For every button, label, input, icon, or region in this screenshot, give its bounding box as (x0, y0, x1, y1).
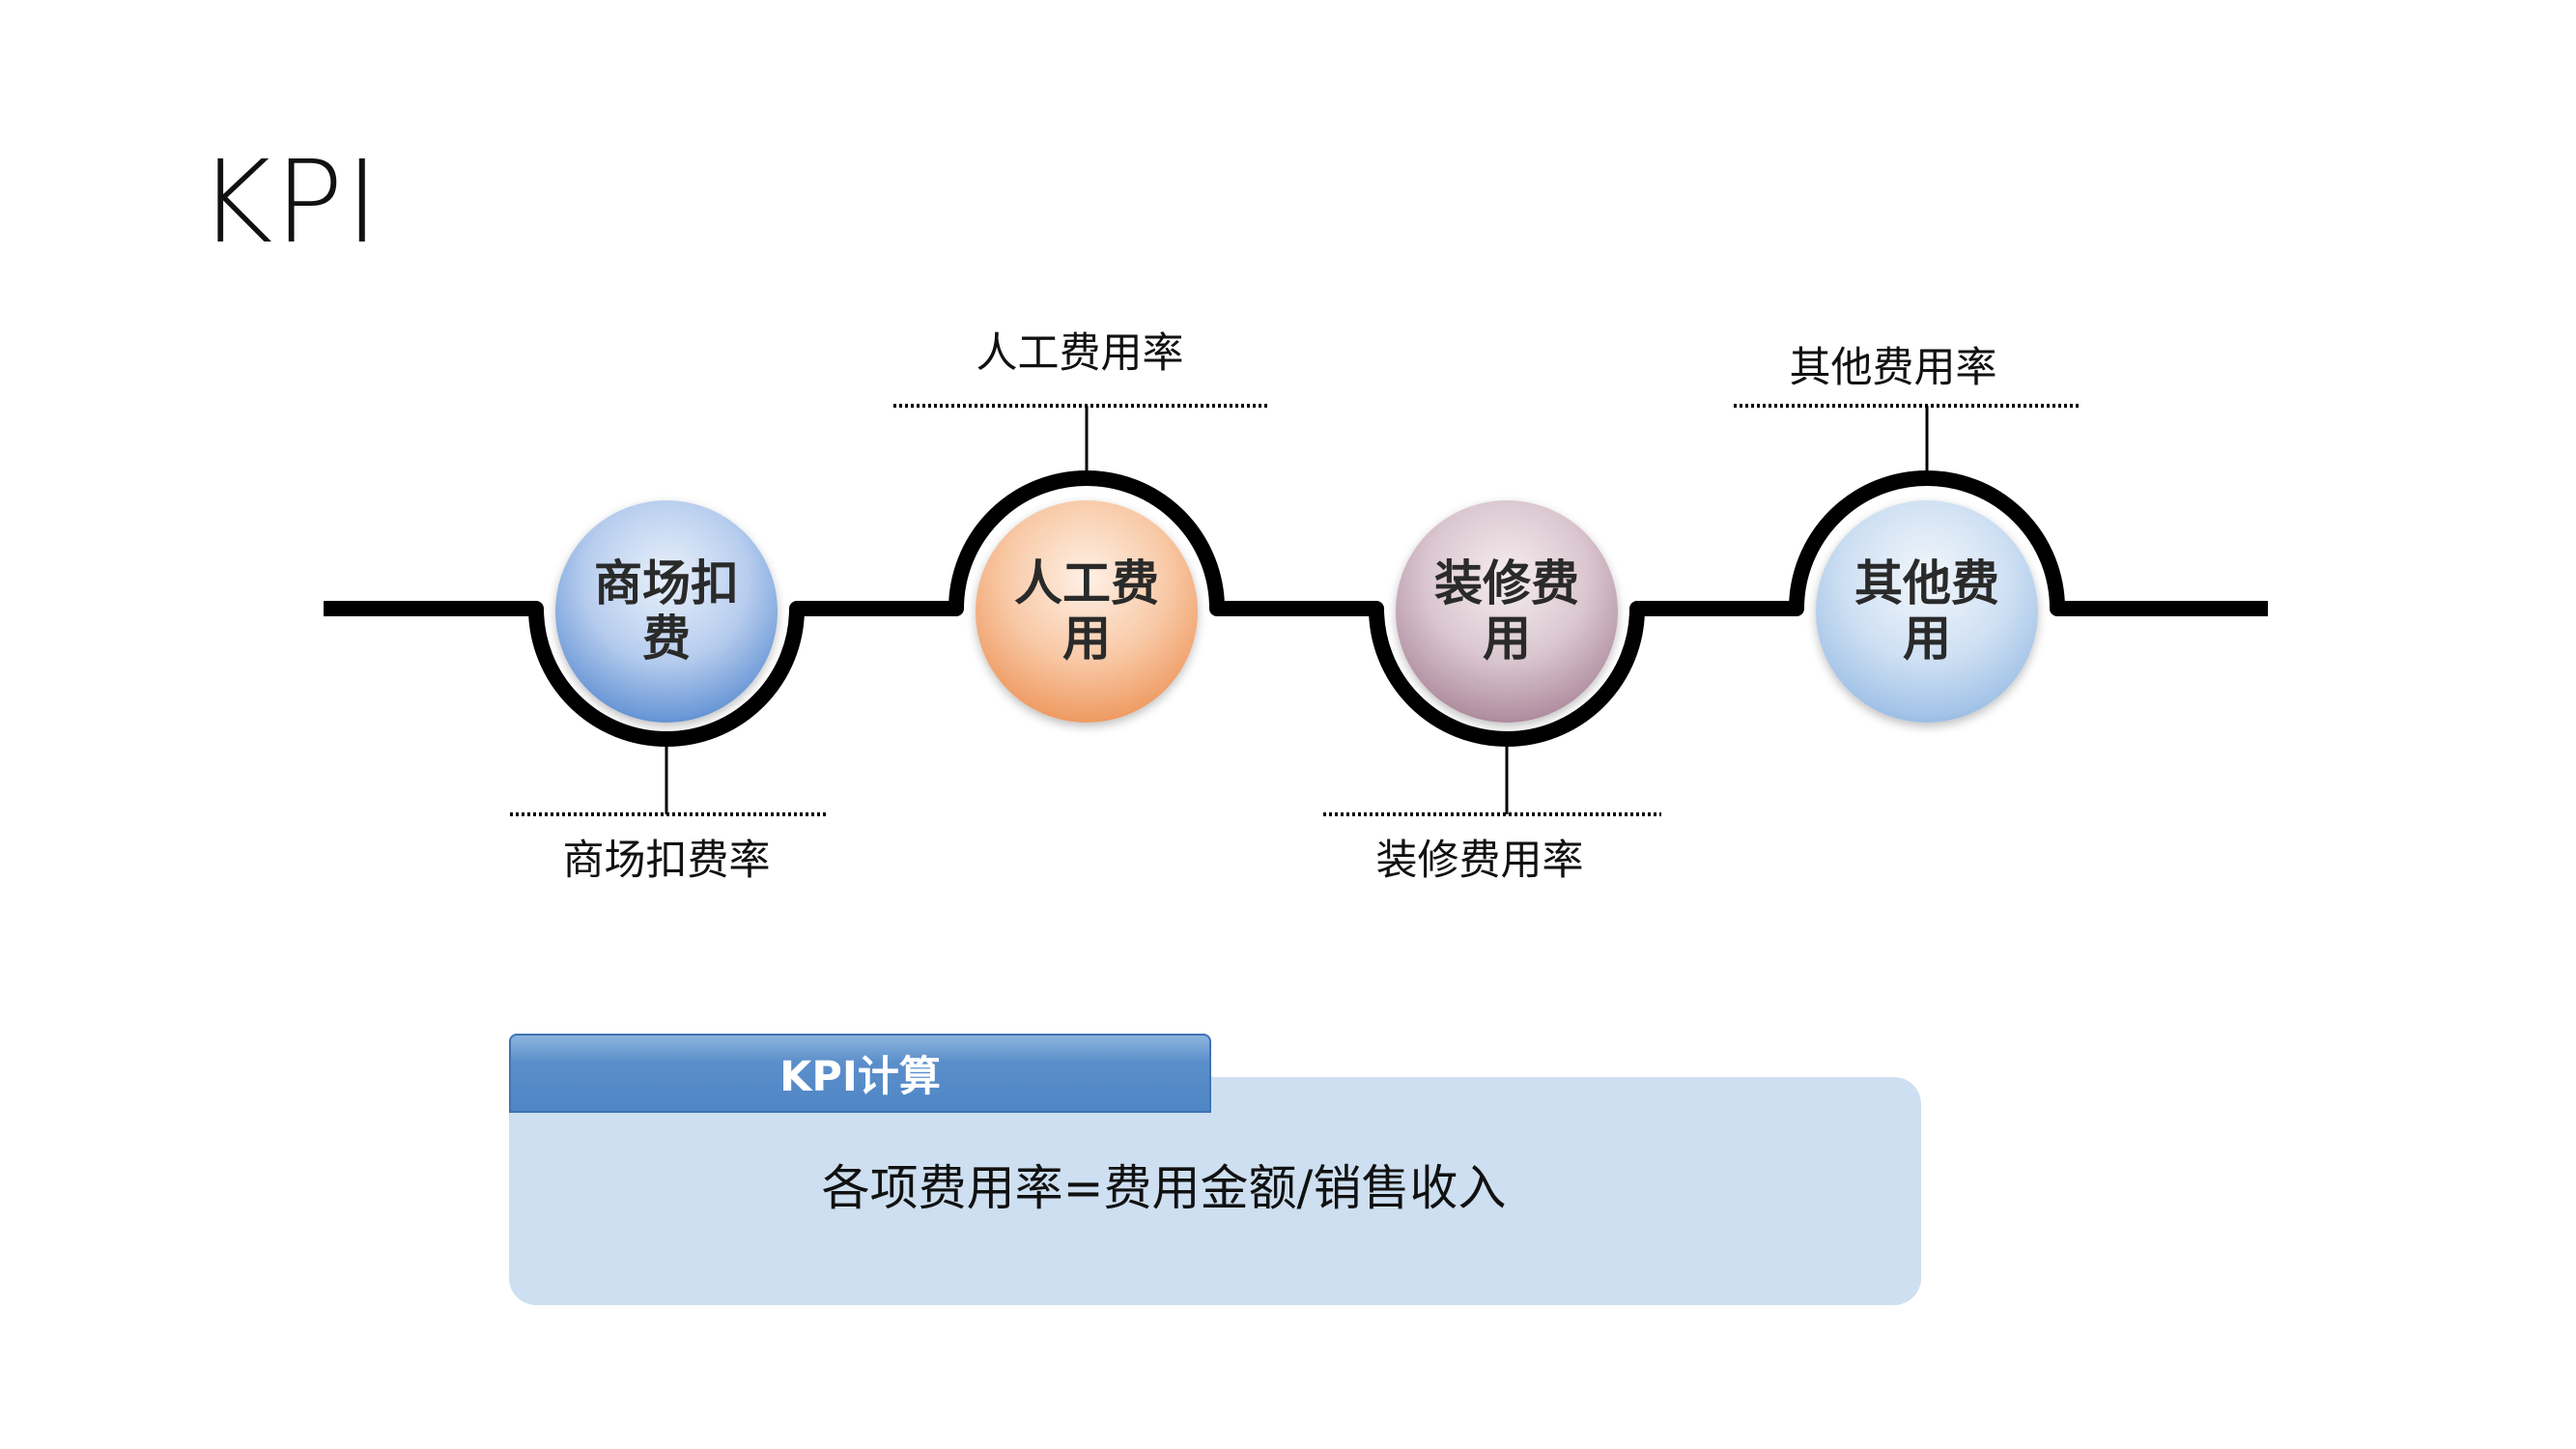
stage-circle-labor-cost: 人工费用 (976, 500, 1198, 723)
kpi-formula: 各项费用率=费用金额/销售收入 (821, 1160, 1507, 1216)
rate-label-labor-cost: 人工费用率 (976, 329, 1184, 378)
rate-label-decoration-cost: 装修费用率 (1375, 837, 1584, 885)
page-title: KPI (198, 135, 382, 269)
flow-track (324, 470, 2268, 747)
stage-circle-mall-fee: 商场扣费 (555, 500, 778, 723)
stage-circle-other-cost: 其他费用 (1816, 500, 2038, 723)
rate-label-mall-fee: 商场扣费率 (562, 837, 771, 885)
kpi-calculation-header: KPI计算 (509, 1034, 1211, 1113)
stage-circle-decoration-cost: 装修费用 (1396, 500, 1618, 723)
rate-label-other-cost: 其他费用率 (1789, 344, 1997, 392)
kpi-calculation-box (509, 1077, 1921, 1305)
